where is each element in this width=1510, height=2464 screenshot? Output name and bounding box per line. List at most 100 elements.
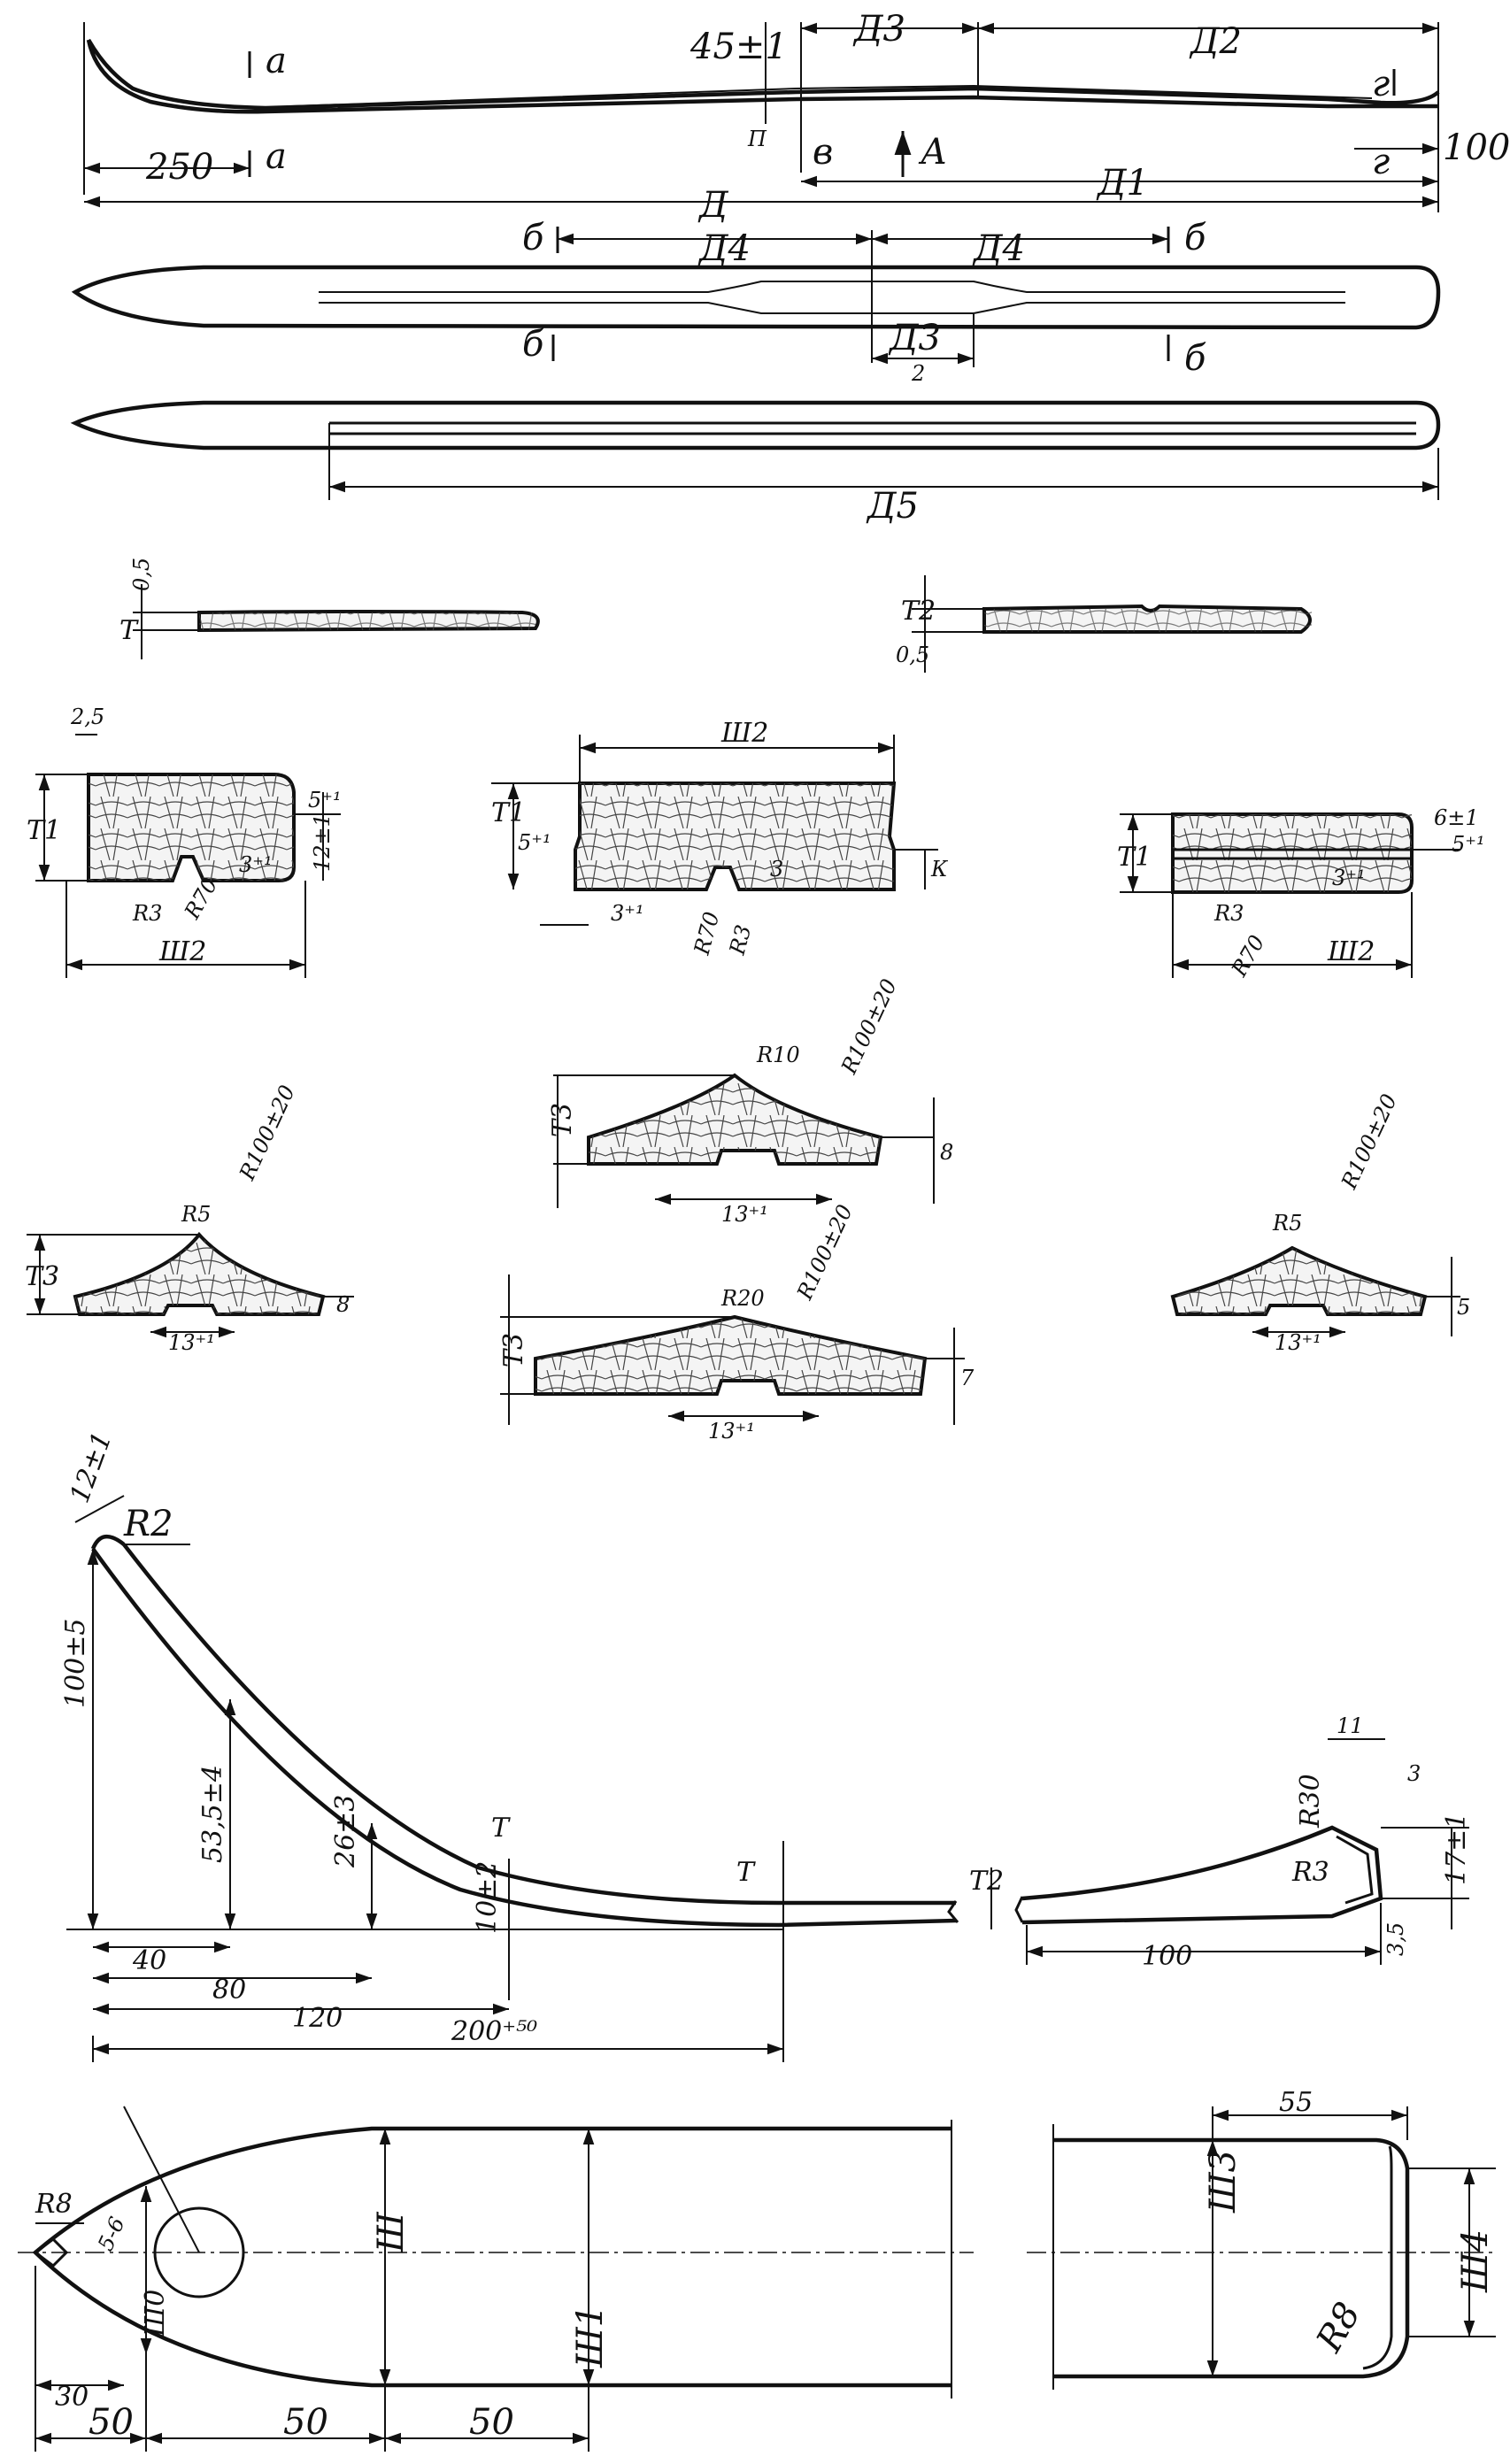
tail-profile-r3-arc bbox=[1336, 1835, 1374, 1905]
label-d2: Д2 bbox=[1189, 21, 1242, 62]
tip-profile: 12±1 R2 100±5 53,5±4 26±3 Т 10±2 Т 40 80… bbox=[60, 1428, 959, 2062]
label-main-left-sh2: Ш2 bbox=[158, 936, 206, 967]
label-d3-half: Д3 bbox=[888, 318, 941, 358]
label-main-right-sh2: Ш2 bbox=[1327, 936, 1375, 967]
thin-section-left: Т 0,5 bbox=[119, 558, 540, 659]
label-ridge-right-5: 5 bbox=[1457, 1295, 1470, 1320]
label-tail-17: 17±1 bbox=[1441, 1813, 1472, 1885]
top-view-groove-upper bbox=[319, 281, 1345, 293]
label-a-top: а bbox=[266, 41, 287, 81]
ridge-ct-hatch bbox=[589, 1075, 881, 1164]
label-tip-t-a: Т bbox=[491, 1813, 511, 1844]
top-view-ski-outline bbox=[71, 265, 1441, 330]
label-thin-left-05: 0,5 bbox=[129, 558, 154, 591]
label-tip-plan-sh1: Ш1 bbox=[570, 2305, 611, 2368]
label-d1: Д1 bbox=[1096, 163, 1149, 204]
top-view-groove-lower bbox=[319, 302, 1345, 314]
label-tail-11: 11 bbox=[1337, 1713, 1364, 1738]
label-g-top: г bbox=[1372, 64, 1390, 104]
label-main-left-5: 5⁺¹ bbox=[308, 788, 342, 812]
label-ridge-cb-7: 7 bbox=[960, 1366, 975, 1390]
label-ridge-ct-t3: Т3 bbox=[547, 1103, 578, 1137]
label-main-center-r3: R3 bbox=[724, 922, 756, 958]
label-tail-3: 3 bbox=[1407, 1761, 1421, 1786]
label-ridge-ct-13: 13⁺¹ bbox=[721, 1202, 768, 1227]
tip-plan: R8 5-6 Ш Ш0 Ш1 30 50 50 50 bbox=[18, 2106, 974, 2452]
label-tail-t2: Т2 bbox=[969, 1866, 1004, 1897]
ridge-section-right: R5 R100±20 5 13⁺¹ bbox=[1170, 1090, 1470, 1355]
tip-profile-outer-curve bbox=[91, 1547, 957, 1928]
label-main-center-r70: R70 bbox=[689, 909, 724, 958]
label-tip-120: 120 bbox=[292, 2003, 343, 2034]
label-ridge-right-r5: R5 bbox=[1272, 1211, 1302, 1236]
label-tip-535: 53,5±4 bbox=[197, 1765, 228, 1863]
tip-profile-inner-curve bbox=[122, 1543, 956, 1906]
ridge-cb-hatch bbox=[535, 1317, 925, 1394]
label-b3: б bbox=[522, 324, 544, 365]
label-main-right-6: 6±1 bbox=[1434, 805, 1479, 830]
tip-profile-tip-end bbox=[90, 1535, 126, 1550]
label-main-center-t1: Т1 bbox=[491, 797, 526, 828]
label-ridge-left-13: 13⁺¹ bbox=[168, 1330, 215, 1355]
label-tail-plan-55: 55 bbox=[1279, 2087, 1313, 2118]
ridge-section-left: R5 R100±20 Т3 8 13⁺¹ bbox=[25, 1082, 354, 1355]
label-d: Д bbox=[697, 185, 729, 226]
label-ridge-ct-r100: R100±20 bbox=[836, 975, 902, 1079]
thin-section-right: Т2 0,5 bbox=[896, 575, 1312, 673]
ridge-left-hatch bbox=[75, 1235, 323, 1314]
main-right-hatch bbox=[1173, 814, 1412, 892]
label-tip-plan-50a: 50 bbox=[89, 2402, 134, 2443]
label-tip-12: 12±1 bbox=[65, 1428, 119, 1506]
main-section-left: 2,5 Т1 5⁺¹ 12±1 R3 R70 3⁺¹ Ш2 bbox=[27, 705, 342, 978]
label-main-center-k: К bbox=[930, 857, 949, 882]
label-b: в bbox=[813, 132, 833, 173]
label-ridge-cb-r20: R20 bbox=[720, 1286, 765, 1311]
label-ridge-cb-t3: Т3 bbox=[498, 1333, 529, 1367]
label-a-arrow: А bbox=[918, 132, 947, 173]
label-ridge-right-13: 13⁺¹ bbox=[1275, 1330, 1321, 1355]
label-d4b: Д4 bbox=[972, 228, 1025, 269]
label-tip-200: 200⁺⁵⁰ bbox=[451, 2016, 537, 2047]
main-left-hatch bbox=[89, 774, 294, 881]
side-view: 45±1 Д3 Д2 а г 250 а П в А Д1 г 100 Д bbox=[83, 9, 1510, 226]
label-tip-10: 10±2 bbox=[472, 1861, 503, 1934]
label-b2: б bbox=[1184, 218, 1206, 258]
label-tail-plan-sh4: Ш4 bbox=[1455, 2229, 1496, 2293]
label-ridge-right-r100: R100±20 bbox=[1337, 1090, 1402, 1194]
label-thin-right-t2: Т2 bbox=[901, 596, 936, 627]
tail-profile-outline bbox=[1021, 1825, 1383, 1925]
top-view: б Д4 Д4 б б Д3 2 б bbox=[71, 218, 1441, 386]
label-main-left-12: 12±1 bbox=[310, 813, 335, 872]
label-ridge-left-r100: R100±20 bbox=[235, 1082, 300, 1185]
label-main-left-25: 2,5 bbox=[70, 705, 104, 729]
label-main-center-3b: 3 bbox=[770, 857, 783, 882]
tip-12-line bbox=[74, 1495, 125, 1523]
tip-plan-hole bbox=[153, 2206, 245, 2298]
label-tip-40: 40 bbox=[132, 1945, 166, 1976]
label-tail-plan-sh3: Ш3 bbox=[1203, 2150, 1244, 2214]
label-main-center-5: 5⁺¹ bbox=[518, 830, 551, 855]
label-45: 45±1 bbox=[690, 27, 788, 67]
tail-profile: 11 R30 3 Т2 R3 17±1 3,5 100 bbox=[969, 1713, 1472, 1972]
tip-plan-outline bbox=[32, 2126, 951, 2388]
label-tip-plan-56: 5-6 bbox=[93, 2214, 130, 2255]
label-ridge-cb-13: 13⁺¹ bbox=[708, 1419, 755, 1444]
label-ridge-left-r5: R5 bbox=[181, 1202, 211, 1227]
side-view-ski-outline bbox=[86, 38, 1440, 114]
tip-profile-break bbox=[947, 1900, 959, 1923]
label-main-left-r3: R3 bbox=[132, 901, 162, 926]
label-tip-plan-sh: Ш bbox=[371, 2211, 412, 2253]
label-ridge-left-t3: Т3 bbox=[25, 1261, 59, 1292]
label-d4a: Д4 bbox=[697, 228, 751, 269]
label-tip-100: 100±5 bbox=[60, 1619, 91, 1708]
label-main-right-5: 5⁺¹ bbox=[1452, 832, 1485, 857]
bottom-view-ski-outline bbox=[70, 400, 1441, 450]
label-ridge-ct-8: 8 bbox=[940, 1140, 953, 1165]
label-thin-left-t: Т bbox=[119, 615, 139, 646]
label-tail-100: 100 bbox=[1142, 1941, 1192, 1972]
ridge-section-center-bottom: R20 R100±20 Т3 7 13⁺¹ bbox=[498, 1201, 975, 1444]
label-ridge-left-8: 8 bbox=[336, 1292, 350, 1317]
label-main-left-t1: Т1 bbox=[27, 815, 61, 846]
label-main-right-r70: R70 bbox=[1226, 931, 1269, 982]
